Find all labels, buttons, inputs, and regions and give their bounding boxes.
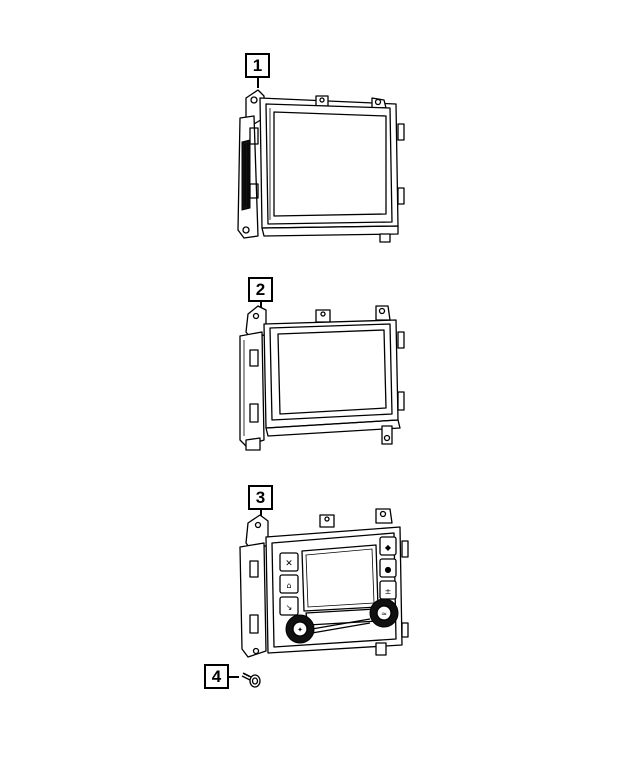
callout-2: 2 [248, 277, 273, 302]
svg-text:≈: ≈ [381, 610, 387, 618]
svg-text:✕: ✕ [285, 559, 293, 569]
part-3-control-panel: ✕ ⌂ ↘ ◆ ● ± ✦ ≈ [236, 505, 411, 665]
leader-line-1 [257, 78, 259, 88]
leader-line-3 [260, 510, 262, 518]
callout-4-label: 4 [211, 666, 222, 686]
svg-text:✦: ✦ [297, 626, 303, 634]
part-2-display-module [236, 300, 411, 450]
leader-line-4 [229, 676, 239, 678]
callout-1: 1 [245, 53, 270, 78]
svg-text:⌂: ⌂ [286, 581, 291, 590]
callout-3-label: 3 [255, 487, 266, 507]
callout-1-label: 1 [252, 55, 263, 75]
svg-text:±: ± [385, 587, 392, 596]
svg-text:◆: ◆ [385, 543, 392, 552]
part-1-display-module [236, 88, 411, 243]
callout-4: 4 [204, 664, 229, 689]
part-4-screw [240, 668, 264, 690]
callout-3: 3 [248, 485, 273, 510]
callout-2-label: 2 [255, 279, 266, 299]
leader-line-2 [260, 302, 262, 308]
svg-text:●: ● [385, 565, 392, 574]
svg-text:↘: ↘ [286, 603, 293, 612]
